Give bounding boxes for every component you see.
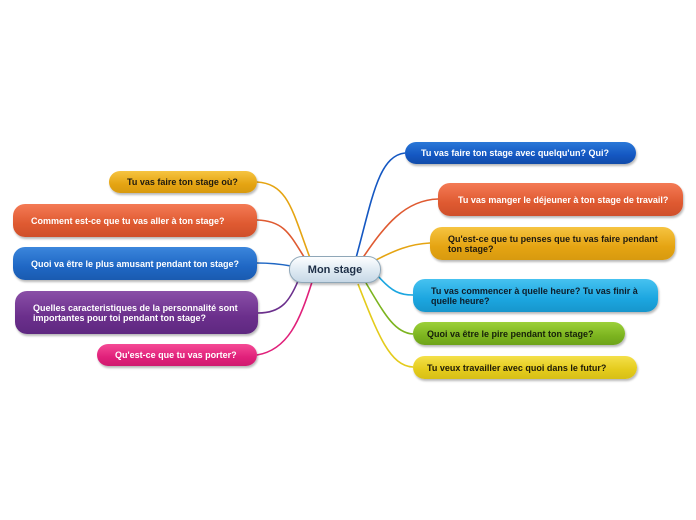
topic-stage-location[interactable]: Tu vas faire ton stage où? — [109, 171, 257, 193]
topic-label: Quoi va être le pire pendant ton stage? — [427, 328, 594, 339]
topic-label: Tu vas faire ton stage avec quelqu'un? Q… — [421, 148, 610, 158]
topic-label: Tu vas faire ton stage où? — [127, 177, 238, 187]
topic-lunch[interactable]: Tu vas manger le déjeuner à ton stage de… — [438, 183, 683, 216]
link-left-1 — [256, 219, 307, 261]
link-left-2 — [256, 262, 292, 267]
link-left-3 — [257, 280, 299, 314]
topic-clothing[interactable]: Qu'est-ce que tu vas porter? — [97, 344, 257, 366]
topic-label: Quelles caracteristiques de la personnal… — [33, 302, 238, 323]
link-right-0 — [355, 152, 406, 259]
central-topic-label: Mon stage — [307, 263, 363, 276]
topic-label: Comment est-ce que tu vas aller à ton st… — [31, 215, 225, 226]
topic-label: Qu'est-ce que tu vas porter? — [115, 350, 237, 360]
link-right-2 — [371, 242, 431, 263]
link-right-3 — [377, 275, 414, 296]
link-right-5 — [357, 283, 414, 368]
topic-what-you-do[interactable]: Qu'est-ce que tu penses que tu vas faire… — [430, 227, 675, 260]
link-left-4 — [256, 281, 313, 356]
topic-with-someone[interactable]: Tu vas faire ton stage avec quelqu'un? Q… — [405, 142, 636, 164]
topic-transport[interactable]: Comment est-ce que tu vas aller à ton st… — [13, 204, 257, 237]
topic-label: Qu'est-ce que tu penses que tu vas faire… — [448, 233, 658, 254]
topic-hours[interactable]: Tu vas commencer à quelle heure? Tu vas … — [413, 279, 658, 312]
topic-label: Tu vas commencer à quelle heure? Tu vas … — [431, 285, 638, 306]
topic-worst[interactable]: Quoi va être le pire pendant ton stage? — [413, 322, 625, 345]
topic-most-fun[interactable]: Quoi va être le plus amusant pendant ton… — [13, 247, 257, 280]
link-right-1 — [361, 198, 439, 260]
topic-label: Tu veux travailler avec quoi dans le fut… — [427, 362, 607, 373]
central-topic[interactable]: Mon stage — [289, 256, 381, 283]
topic-label: Tu vas manger le déjeuner à ton stage de… — [458, 194, 669, 205]
topic-future-work[interactable]: Tu veux travailler avec quoi dans le fut… — [413, 356, 637, 379]
topic-personality[interactable]: Quelles caracteristiques de la personnal… — [15, 291, 258, 334]
link-left-0 — [256, 181, 311, 259]
topic-label: Quoi va être le plus amusant pendant ton… — [31, 258, 240, 269]
link-right-4 — [365, 282, 414, 335]
